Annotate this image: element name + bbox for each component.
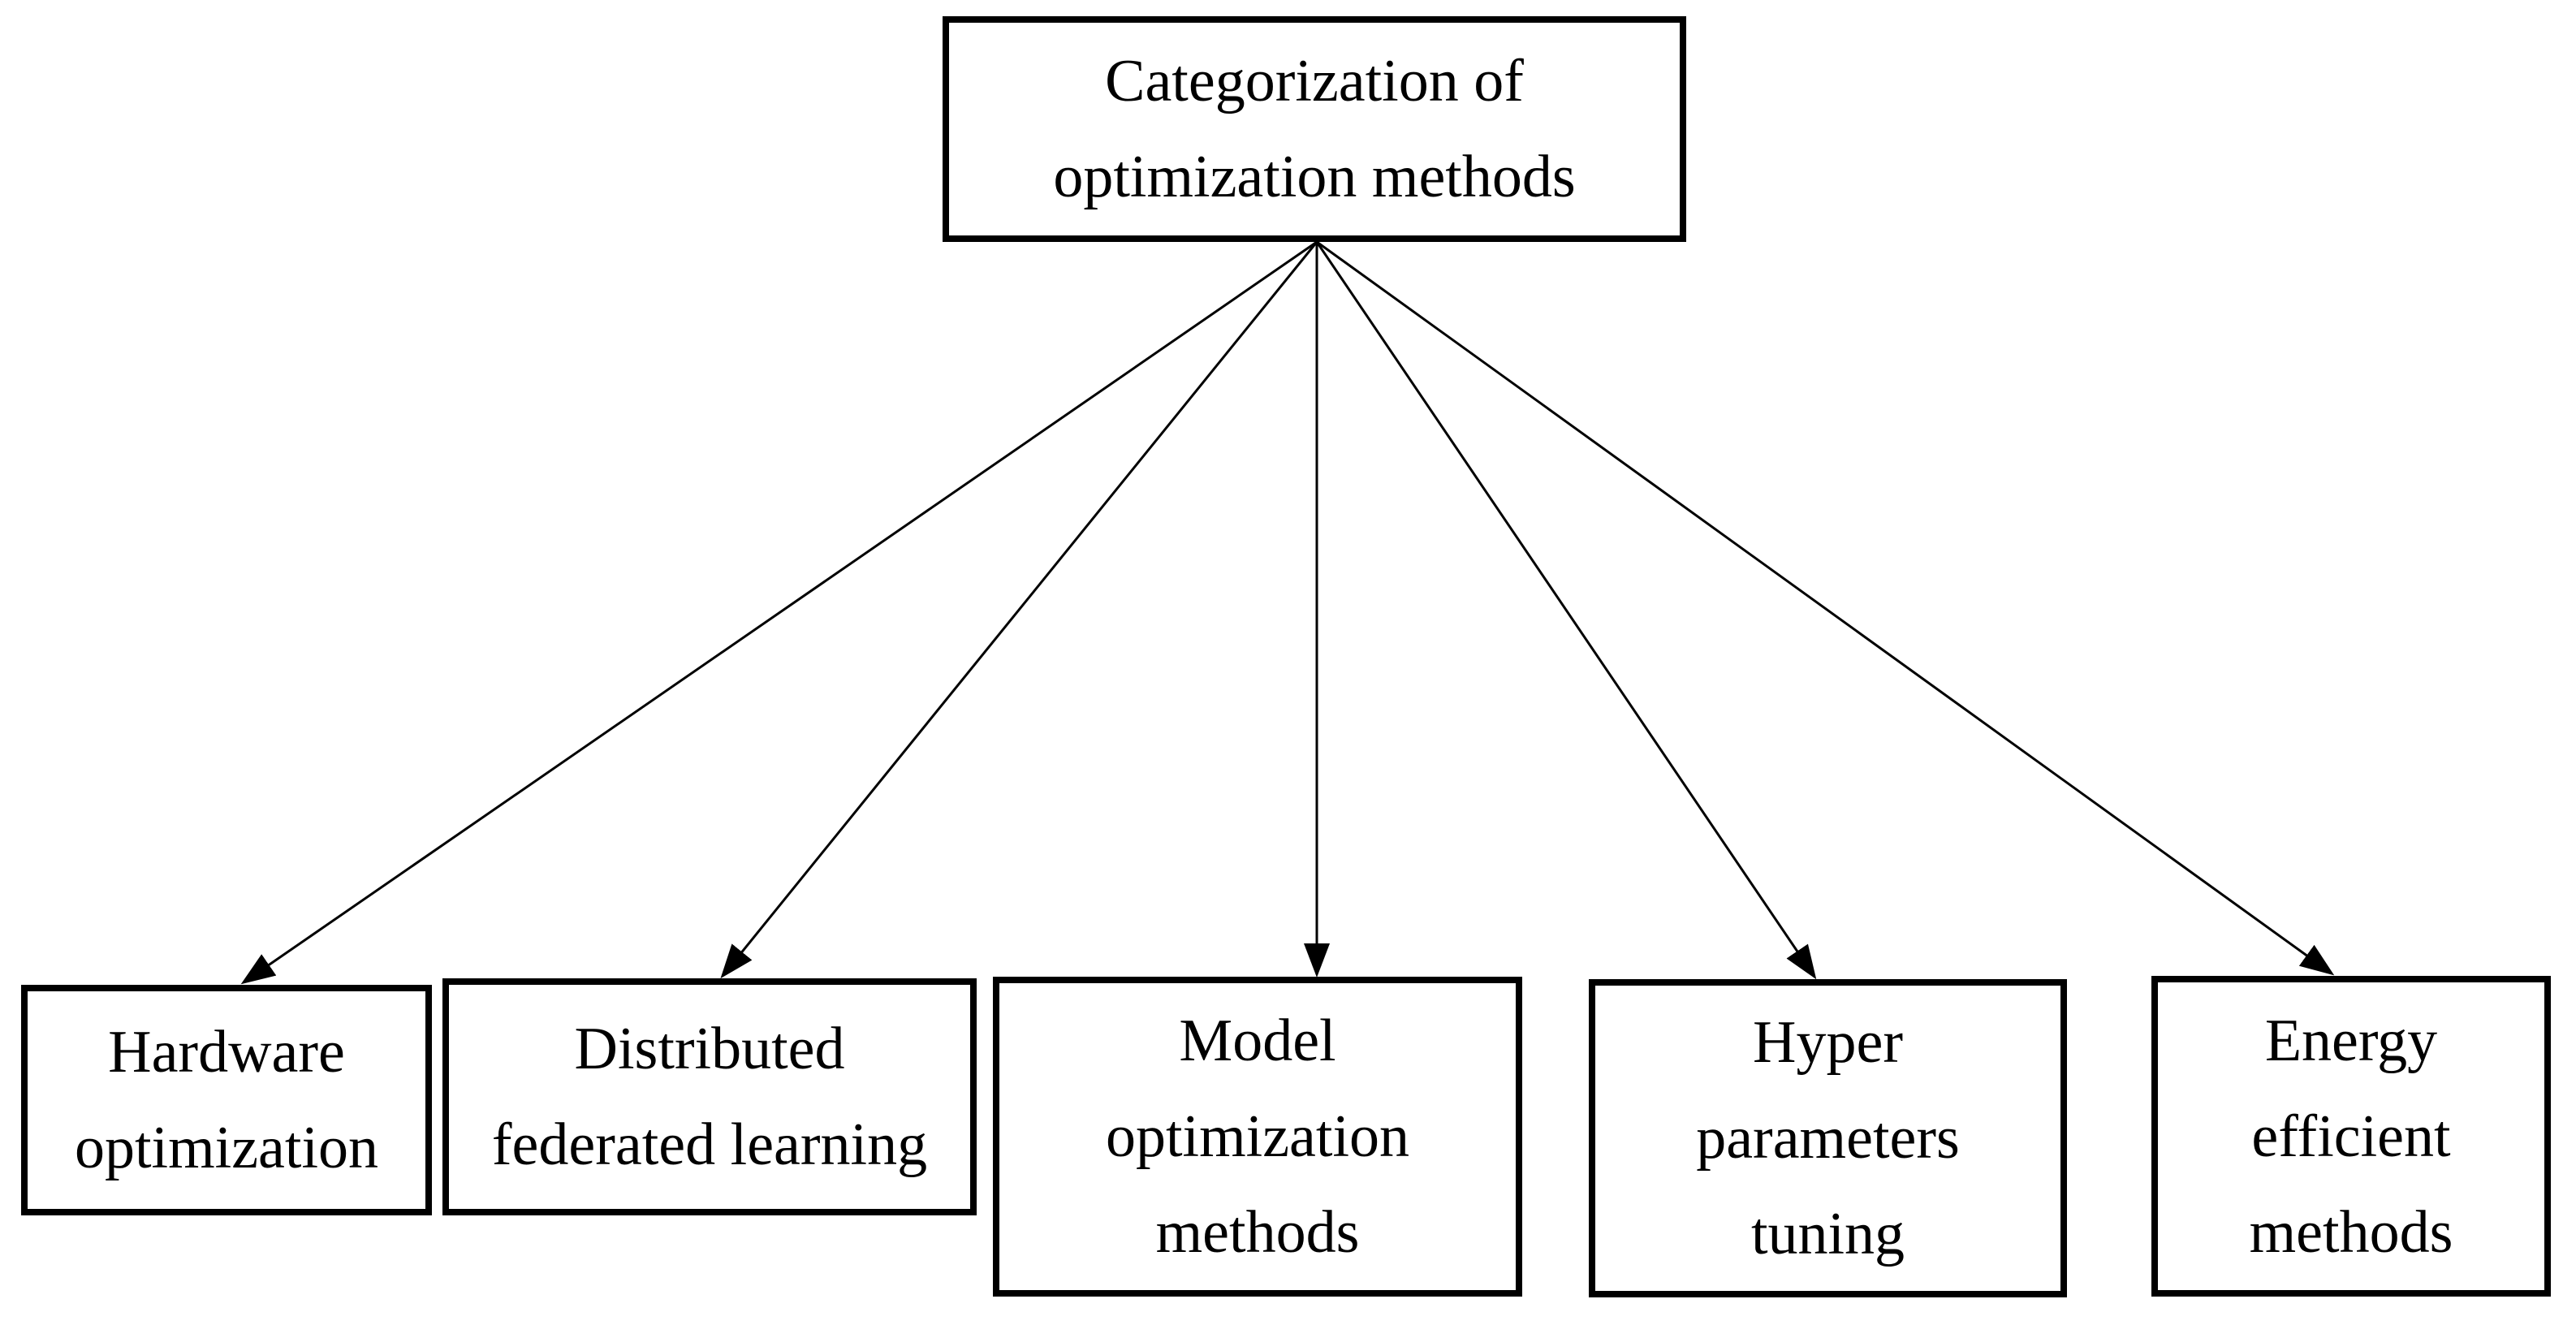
- node-label-line: Model: [1179, 1008, 1336, 1074]
- node-hyper-parameters-tuning: Hyper parameters tuning: [1589, 979, 2067, 1297]
- node-label-line: optimization: [74, 1115, 379, 1181]
- node-model-optimization-methods: Model optimization methods: [993, 977, 1522, 1297]
- node-label-line: Categorization of: [1105, 48, 1524, 114]
- node-label-line: methods: [1155, 1199, 1360, 1266]
- node-label-line: federated learning: [491, 1111, 928, 1178]
- node-distributed-federated-learning: Distributed federated learning: [442, 978, 977, 1215]
- node-energy-efficient-methods: Energy efficient methods: [2151, 976, 2551, 1297]
- arrow-to-hardware-optimization: [240, 240, 1318, 985]
- arrow-to-distributed-federated-learning: [720, 241, 1318, 979]
- node-label-line: tuning: [1750, 1201, 1905, 1267]
- node-label-line: efficient: [2251, 1103, 2451, 1170]
- node-label-line: Distributed: [574, 1016, 845, 1082]
- node-label-line: methods: [2249, 1198, 2453, 1266]
- node-label-line: optimization methods: [1053, 144, 1576, 210]
- node-hardware-optimization: Hardware optimization: [21, 985, 432, 1215]
- node-label-line: optimization: [1105, 1103, 1410, 1170]
- node-categorization-root: Categorization of optimization methods: [943, 16, 1686, 242]
- arrow-to-energy-efficient-methods: [1316, 240, 2335, 976]
- arrow-to-hyper-parameters-tuning: [1315, 241, 1817, 980]
- node-label-line: parameters: [1696, 1105, 1960, 1172]
- node-label-line: Energy: [2264, 1007, 2438, 1074]
- node-label-line: Hardware: [108, 1019, 345, 1085]
- node-label-line: Hyper: [1753, 1009, 1903, 1076]
